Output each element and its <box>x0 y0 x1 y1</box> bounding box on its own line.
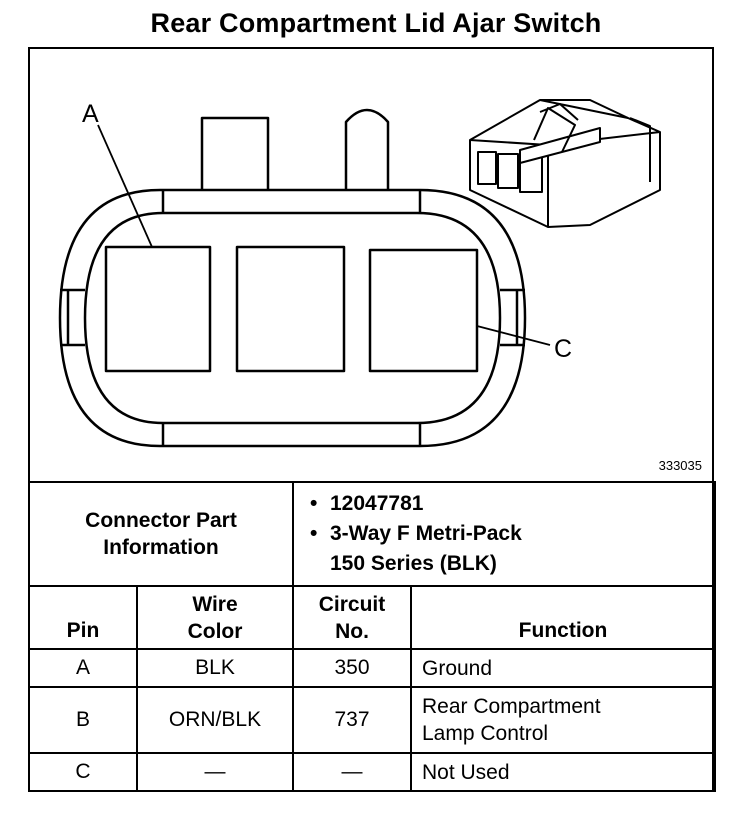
header-circuit: Circuit No. <box>292 585 412 650</box>
connector-info-row: Connector Part Information • 12047781 • … <box>28 481 716 587</box>
header-pin: Pin <box>28 585 138 650</box>
cell-pin: C <box>28 752 138 792</box>
connector-diagram: A C <box>58 99 661 448</box>
table-header-row: Pin Wire Color Circuit No. Function <box>28 585 716 650</box>
cell-function: Not Used <box>410 752 716 792</box>
cell-circuit: — <box>292 752 412 792</box>
header-wire-color: Wire Color <box>136 585 294 650</box>
connector-info-details: • 12047781 • 3-Way F Metri-Pack 150 Seri… <box>292 481 716 587</box>
terminal-cavity-c <box>368 248 479 373</box>
table-row: C — — Not Used <box>28 752 716 792</box>
terminal-cavity-b <box>235 245 346 373</box>
figure-number: 333035 <box>658 458 702 473</box>
table-row: B ORN/BLK 737 Rear Compartment Lamp Cont… <box>28 686 716 754</box>
header-function: Function <box>410 585 716 650</box>
connector-latch-tab <box>200 116 270 196</box>
connector-housing-inner <box>83 211 502 425</box>
pin-label-a: A <box>82 100 99 128</box>
cell-wire-color: BLK <box>136 648 294 688</box>
cell-wire-color: ORN/BLK <box>136 686 294 754</box>
part-number: • 12047781 <box>310 492 424 515</box>
connector-info-label: Connector Part Information <box>28 481 294 587</box>
pinout-table: Connector Part Information • 12047781 • … <box>28 481 716 792</box>
cell-circuit: 350 <box>292 648 412 688</box>
cell-function: Rear Compartment Lamp Control <box>410 686 716 754</box>
page-title: Rear Compartment Lid Ajar Switch <box>150 8 602 38</box>
leader-line-c <box>476 325 551 346</box>
diagram-frame <box>28 47 714 792</box>
connector-lock-tab <box>344 108 390 214</box>
leader-line-a <box>97 124 153 248</box>
table-row: A BLK 350 Ground <box>28 648 716 688</box>
cell-pin: B <box>28 686 138 754</box>
cell-function: Ground <box>410 648 716 688</box>
cell-circuit: 737 <box>292 686 412 754</box>
cell-wire-color: — <box>136 752 294 792</box>
terminal-cavity-a <box>104 245 212 373</box>
connector-description: • 3-Way F Metri-Pack <box>310 522 522 545</box>
connector-housing-outer <box>58 188 527 448</box>
connector-3d-icon <box>469 99 661 228</box>
pin-label-c: C <box>554 335 572 363</box>
cell-pin: A <box>28 648 138 688</box>
